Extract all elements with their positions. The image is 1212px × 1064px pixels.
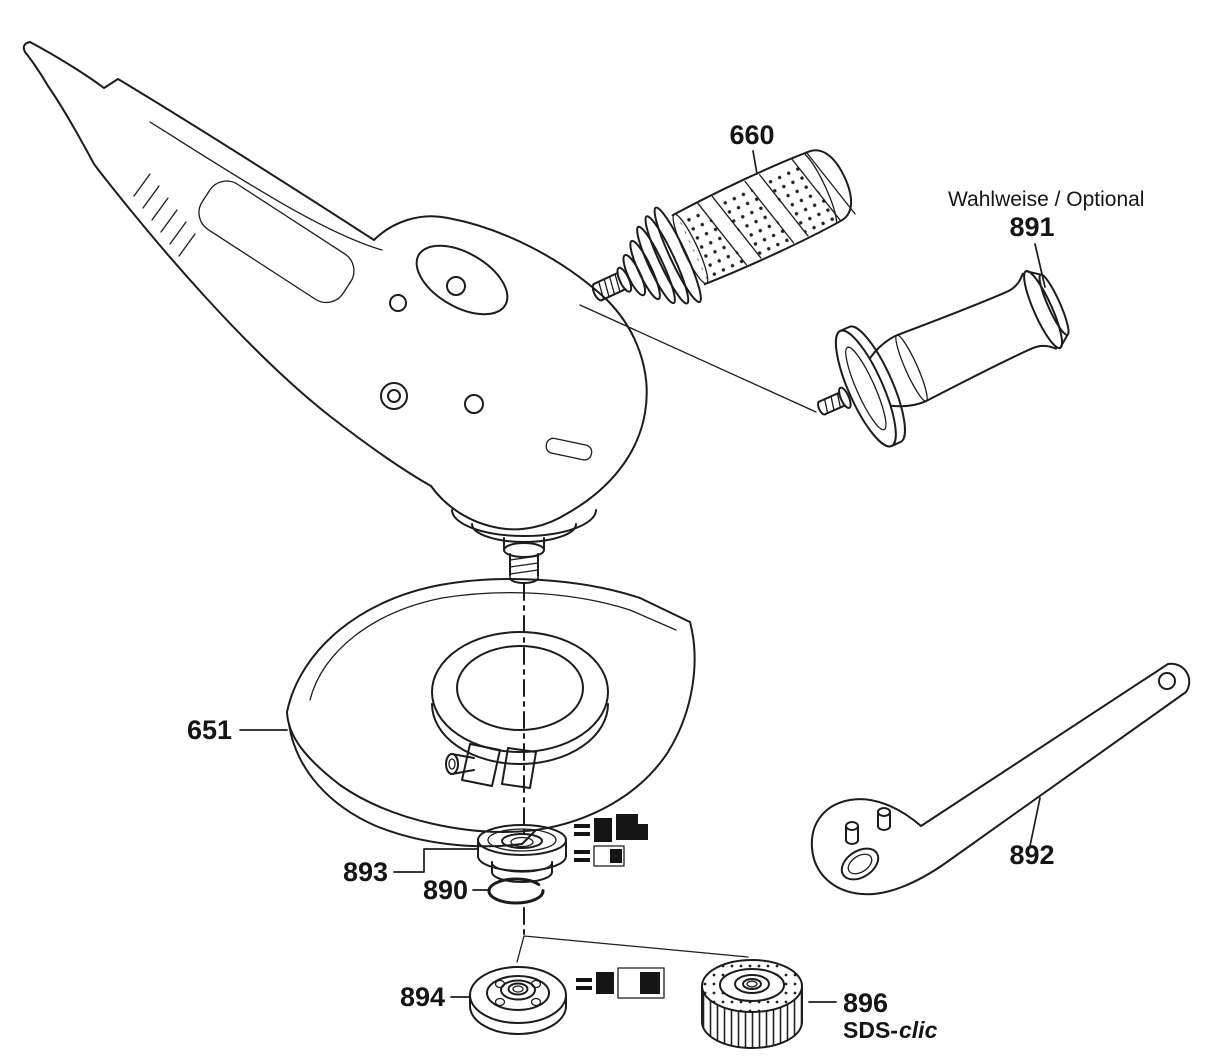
clamping-nut-894 bbox=[469, 966, 567, 1035]
sds-clic-nut-896 bbox=[701, 959, 803, 1049]
part-label-893: 893 bbox=[343, 857, 388, 887]
part-label-894: 894 bbox=[400, 982, 445, 1012]
wrench-pin bbox=[845, 821, 859, 845]
optional-note: Wahlweise / Optional bbox=[948, 188, 1144, 211]
wrench-pin bbox=[877, 807, 891, 831]
guard-clamp-collar bbox=[431, 631, 609, 753]
part-label-891: 891 bbox=[1009, 212, 1054, 242]
flange-orientation-pictogram bbox=[574, 814, 648, 867]
o-ring-890 bbox=[487, 877, 545, 905]
nut-orientation-pictogram bbox=[576, 967, 665, 999]
part-label-890: 890 bbox=[423, 875, 468, 905]
backing-flange-893 bbox=[477, 824, 567, 883]
vent-slots bbox=[133, 173, 196, 257]
part-label-892: 892 bbox=[1009, 840, 1054, 870]
part-label-651: 651 bbox=[187, 715, 232, 745]
leader-lines bbox=[239, 150, 1046, 1003]
part-label-896: 896 bbox=[843, 988, 888, 1018]
angle-grinder-body bbox=[22, 41, 648, 584]
side-handle-660 bbox=[591, 149, 856, 305]
spindle-centerline bbox=[516, 583, 749, 963]
wrench-hang-hole bbox=[1158, 672, 1176, 690]
part-label-896-sds: SDS- bbox=[843, 1017, 898, 1043]
clamp-bolt bbox=[445, 753, 459, 775]
mounting-axis-line bbox=[579, 304, 817, 413]
part-label-896-clic: clic bbox=[899, 1017, 938, 1043]
spindle-lock-button bbox=[389, 294, 407, 312]
part-label-660: 660 bbox=[729, 120, 774, 150]
guard-651 bbox=[286, 578, 696, 848]
pin-wrench-892 bbox=[810, 662, 1191, 896]
side-handle-891 bbox=[817, 270, 1070, 448]
